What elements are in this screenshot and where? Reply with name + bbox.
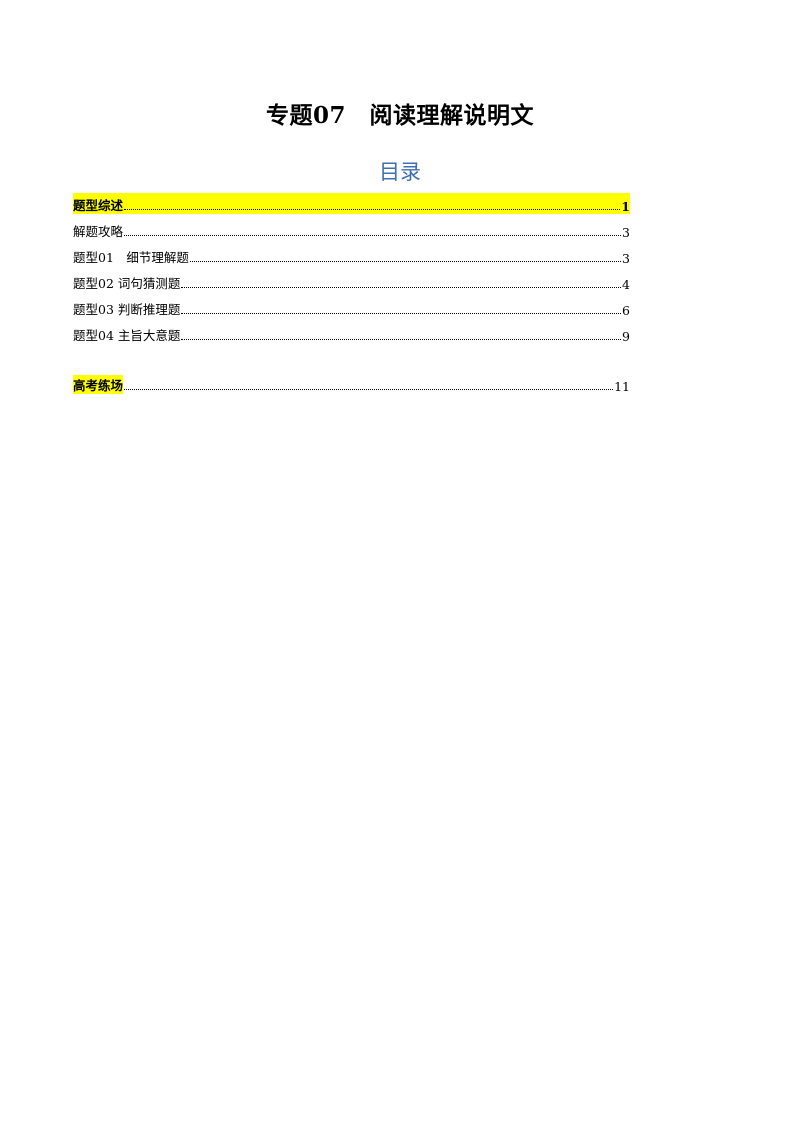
toc-leader-dots (181, 339, 621, 340)
toc-entry-label: 解题攻略 (73, 224, 124, 239)
toc-entry-page: 9 (622, 329, 630, 344)
toc-spacer (73, 349, 630, 373)
toc-entry-overview[interactable]: 题型综述 1 (73, 193, 630, 214)
toc-leader-dots (124, 209, 621, 210)
toc-entry-type-03[interactable]: 题型03 判断推理题 6 (73, 297, 630, 318)
toc-entry-type-02[interactable]: 题型02 词句猜测题 4 (73, 271, 630, 292)
toc-entry-label: 题型01 细节理解题 (73, 250, 189, 265)
table-of-contents: 题型综述 1 解题攻略 3 题型01 细节理解题 3 题型02 词句猜测题 4 … (73, 193, 630, 399)
toc-leader-dots (124, 389, 614, 390)
toc-entry-label: 题型03 判断推理题 (73, 302, 181, 317)
toc-entry-page: 11 (614, 379, 630, 394)
toc-entry-type-04[interactable]: 题型04 主旨大意题 9 (73, 323, 630, 344)
toc-entry-label: 题型04 主旨大意题 (73, 328, 181, 343)
toc-entry-page: 1 (621, 199, 630, 214)
toc-entry-label: 题型综述 (73, 198, 124, 213)
toc-leader-dots (181, 313, 621, 314)
toc-leader-dots (124, 235, 621, 236)
toc-heading: 目录 (379, 160, 421, 184)
toc-entry-page: 6 (622, 303, 630, 318)
toc-entry-label: 高考练场 (73, 375, 124, 394)
document-title: 专题07 阅读理解说明文 (265, 102, 534, 129)
toc-entry-page: 3 (622, 251, 630, 266)
toc-entry-page: 3 (622, 225, 630, 240)
toc-leader-dots (189, 261, 621, 262)
toc-leader-dots (181, 287, 621, 288)
toc-entry-type-01[interactable]: 题型01 细节理解题 3 (73, 245, 630, 266)
toc-entry-strategy[interactable]: 解题攻略 3 (73, 219, 630, 240)
toc-entry-page: 4 (622, 277, 630, 292)
toc-entry-practice[interactable]: 高考练场 11 (73, 373, 630, 394)
toc-entry-label: 题型02 词句猜测题 (73, 276, 181, 291)
